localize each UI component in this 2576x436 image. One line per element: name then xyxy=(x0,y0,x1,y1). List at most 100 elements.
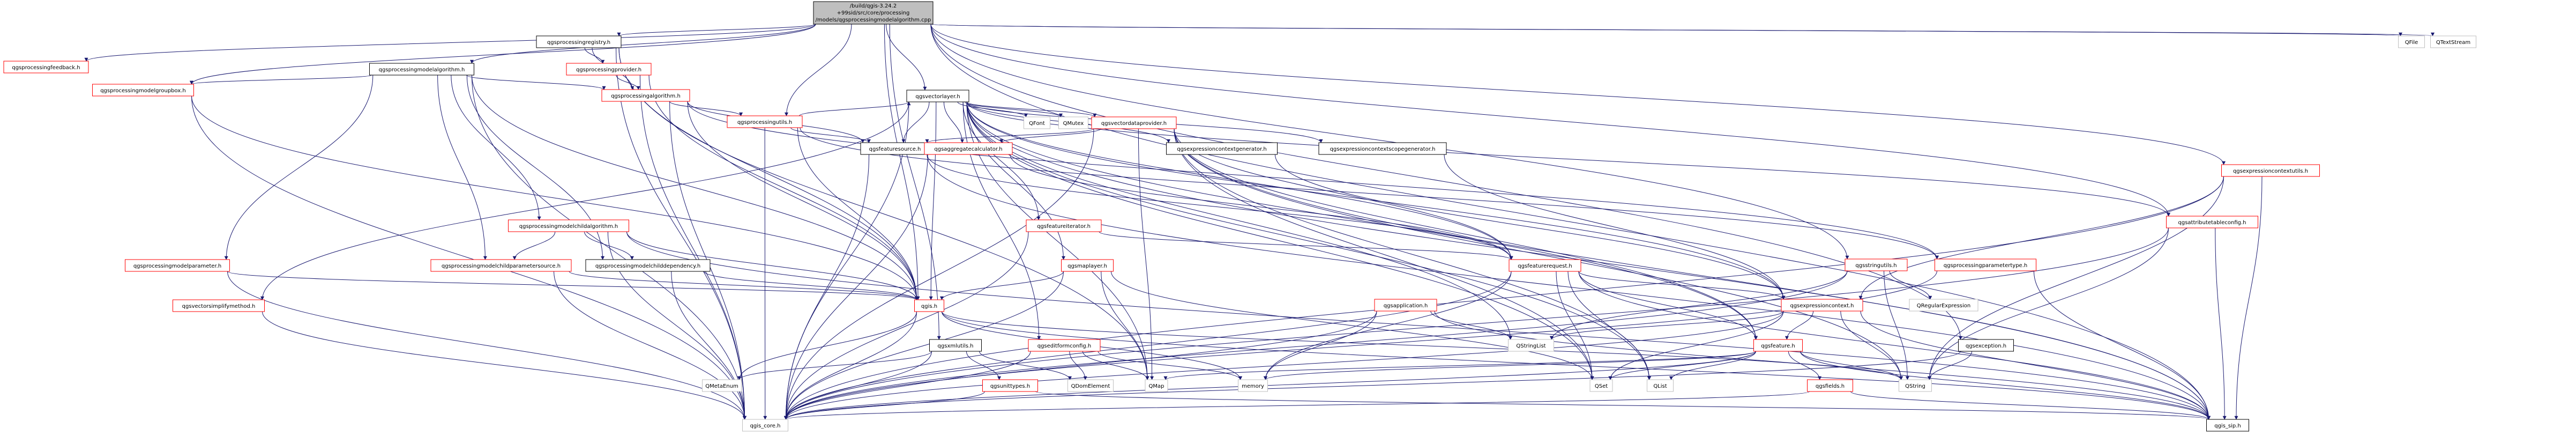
node-qgsfeaturesource[interactable]: qgsfeaturesource.h xyxy=(860,142,930,155)
node-label: qgsfeatureiterator.h xyxy=(1037,224,1091,230)
node-qgsfeatureiterator[interactable]: qgsfeatureiterator.h xyxy=(1026,219,1102,232)
edge-qgsfeaturerequest-to-qgsexpressioncontext xyxy=(1578,271,1786,300)
node-box xyxy=(1935,258,2036,271)
edge-qgsvectorlayer-to-qgsvectordataprovider xyxy=(966,101,1097,117)
node-label: qgsprocessingmodelalgorithm.h xyxy=(379,67,465,73)
node-qgsprocessingmodelalgorithm[interactable]: qgsprocessingmodelalgorithm.h xyxy=(369,63,474,76)
edge-qgsprocessingutils-to-qgis xyxy=(797,127,919,300)
edge-qgsprocessingregistry-to-QMap xyxy=(618,47,1149,380)
node-box xyxy=(2430,35,2476,48)
node-qgsprocessingfeedback[interactable]: qgsprocessingfeedback.h xyxy=(3,61,89,73)
edge-qgsprocessingregistry-to-qgis_core xyxy=(616,47,746,420)
edge-qgsprocessingmodelalgorithm-to-qgsprocessingmodelparameter xyxy=(224,75,374,260)
edge-qgsvectorsimplifymethod-to-qgis_core xyxy=(262,311,746,420)
node-label: qgsfeature.h xyxy=(1761,343,1795,349)
edge-qgsfeature-to-qgsfields xyxy=(1788,351,1822,380)
node-box xyxy=(1909,299,1978,312)
node-box xyxy=(1647,379,1674,392)
node-qgsmaplayer[interactable]: qgsmaplayer.h xyxy=(1061,259,1114,272)
node-qgsprocessingmodelchilddependency[interactable]: qgsprocessingmodelchilddependency.h xyxy=(585,259,711,272)
node-qgsprocessingmodelchildalgorithm[interactable]: qgsprocessingmodelchildalgorithm.h xyxy=(508,219,629,232)
node-layer: /build/qgis-3.24.2 +99sid/src/core/proce… xyxy=(3,1,2476,432)
edge-qgsexpressioncontextscopegenerator-to-qgsexpressioncontext xyxy=(1444,154,1786,300)
node-qgseditformconfig[interactable]: qgseditformconfig.h xyxy=(1028,339,1101,352)
node-qgsfeaturerequest[interactable]: qgsfeaturerequest.h xyxy=(1509,259,1581,272)
edge-qgsvectorlayer-to-qgis xyxy=(929,101,937,300)
node-box xyxy=(92,84,194,97)
edge-qgsprocessingmodelgroupbox-to-qgis_core xyxy=(191,95,746,420)
edge-qgsprocessingalgorithm-to-qgis xyxy=(687,101,919,300)
node-label: qgsfeaturesource.h xyxy=(869,146,921,152)
node-label: qgsprocessingmodelchildparametersource.h xyxy=(442,263,561,269)
edge-qgsvectorlayer-to-qgsaggregatecalculator xyxy=(943,101,965,143)
node-qgsprocessingparametertype[interactable]: qgsprocessingparametertype.h xyxy=(1935,258,2036,271)
edge-root-to-qgsxmlutils xyxy=(889,24,941,340)
edge-root-to-qgsprocessingfeedback xyxy=(84,24,816,62)
node-box xyxy=(1067,379,1114,392)
edge-qgsfeaturerequest-to-qgsfeature xyxy=(1578,271,1758,340)
edge-qgsfeature-to-QList xyxy=(1669,351,1756,380)
node-box xyxy=(1091,116,1177,129)
node-qlist: QList xyxy=(1647,379,1674,392)
edge-qgsvectordataprovider-to-qgis_core xyxy=(784,128,1094,420)
node-qstring: QString xyxy=(1899,379,1932,392)
node-qgsprocessingmodelgroupbox[interactable]: qgsprocessingmodelgroupbox.h xyxy=(92,84,194,97)
node-box xyxy=(727,115,803,128)
edge-qgsunittypes-to-qgis_sip xyxy=(1035,391,2211,420)
node-label: QStringList xyxy=(1516,343,1545,349)
edge-qgsapplication-to-qgis_core xyxy=(784,311,1377,420)
node-label: qgsapplication.h xyxy=(1384,303,1428,309)
node-qgsunittypes[interactable]: qgsunittypes.h xyxy=(982,379,1038,392)
node-qgsprocessingprovider[interactable]: qgsprocessingprovider.h xyxy=(566,63,652,76)
node-qgsvectorsimplifymethod[interactable]: qgsvectorsimplifymethod.h xyxy=(173,299,265,312)
edge-qgsprocessingmodelchildalgorithm-to-qgis xyxy=(626,231,919,300)
node-qgis[interactable]: qgis.h xyxy=(914,299,944,312)
edge-qgsstringutils-to-QRegularExpression xyxy=(1889,270,1932,300)
node-qgsprocessingregistry[interactable]: qgsprocessingregistry.h xyxy=(536,35,622,48)
node-qgsattributetableconfig[interactable]: qgsattributetableconfig.h xyxy=(2166,216,2258,228)
node-box xyxy=(1509,259,1581,272)
node-qgsexpressioncontext[interactable]: qgsexpressioncontext.h xyxy=(1781,299,1863,312)
node-label: qgsprocessingalgorithm.h xyxy=(611,93,681,99)
node-qgsprocessingutils[interactable]: qgsprocessingutils.h xyxy=(727,115,803,128)
node-qgsvectordataprovider[interactable]: qgsvectordataprovider.h xyxy=(1091,116,1177,129)
node-qgsaggregatecalculator[interactable]: qgsaggregatecalculator.h xyxy=(924,142,1013,155)
node-qgsapplication[interactable]: qgsapplication.h xyxy=(1374,299,1437,312)
edge-qgsvectordataprovider-to-QMap xyxy=(1138,128,1154,380)
node-qgsxmlutils[interactable]: qgsxmlutils.h xyxy=(929,339,982,352)
node-qset: QSet xyxy=(1589,379,1613,392)
node-box xyxy=(702,379,742,392)
node-qgsfeature[interactable]: qgsfeature.h xyxy=(1753,339,1803,352)
node-qgsfields[interactable]: qgsfields.h xyxy=(1807,379,1853,392)
edge-root-to-qgsprocessingregistry xyxy=(617,24,816,36)
node-qgis-sip[interactable]: qgis_sip.h xyxy=(2206,419,2249,432)
node-qgsstringutils[interactable]: qgsstringutils.h xyxy=(1845,258,1908,271)
node-label: qgsmaplayer.h xyxy=(1067,263,1107,269)
edge-qgsprocessingmodelgroupbox-to-qgis xyxy=(191,95,919,300)
edge-qgsfeature-to-QMap xyxy=(1163,351,1756,380)
node-qgsexpressioncontextscopegenerator[interactable]: qgsexpressioncontextscopegenerator.h xyxy=(1318,142,1447,155)
node-qgsexpressioncontextgenerator[interactable]: qgsexpressioncontextgenerator.h xyxy=(1166,142,1278,155)
edge-qgsunittypes-to-qgis_core xyxy=(784,391,985,420)
node-qgsvectorlayer[interactable]: qgsvectorlayer.h xyxy=(906,90,969,102)
node-box xyxy=(508,219,629,232)
edge-qgsexpressioncontextgenerator-to-qgsexpressioncontext xyxy=(1275,154,1786,300)
node-label: qgsprocessingfeedback.h xyxy=(12,65,80,71)
node-qstringlist: QStringList xyxy=(1508,339,1554,352)
node-label: qgseditformconfig.h xyxy=(1037,343,1092,349)
node-label: QFile xyxy=(2405,40,2418,46)
edge-qgis-to-QString xyxy=(942,311,1903,380)
edge-qgsvectordataprovider-to-QString xyxy=(1174,128,1903,380)
node-qgsexception[interactable]: qgsexception.h xyxy=(1958,339,2014,352)
node-qgsprocessingalgorithm[interactable]: qgsprocessingalgorithm.h xyxy=(601,89,690,102)
edge-qgsattributetableconfig-to-QString xyxy=(1928,227,2169,380)
edge-qgsprocessingmodelchilddependency-to-qgis_core xyxy=(671,271,746,420)
node-qmetaenum: QMetaEnum xyxy=(702,379,742,392)
node-qgsexpressioncontextutils[interactable]: qgsexpressioncontextutils.h xyxy=(2221,164,2320,177)
node-qgsprocessingmodelchildparametersource[interactable]: qgsprocessingmodelchildparametersource.h xyxy=(430,259,572,272)
edge-qgsexpressioncontextutils-to-QString xyxy=(1928,176,2224,380)
node-qgsprocessingmodelparameter[interactable]: qgsprocessingmodelparameter.h xyxy=(125,259,230,272)
root-node[interactable]: /build/qgis-3.24.2 +99sid/src/core/proce… xyxy=(813,1,934,25)
node-qtextstream: QTextStream xyxy=(2430,35,2476,48)
edge-qgsfeaturerequest-to-QList xyxy=(1567,271,1651,380)
